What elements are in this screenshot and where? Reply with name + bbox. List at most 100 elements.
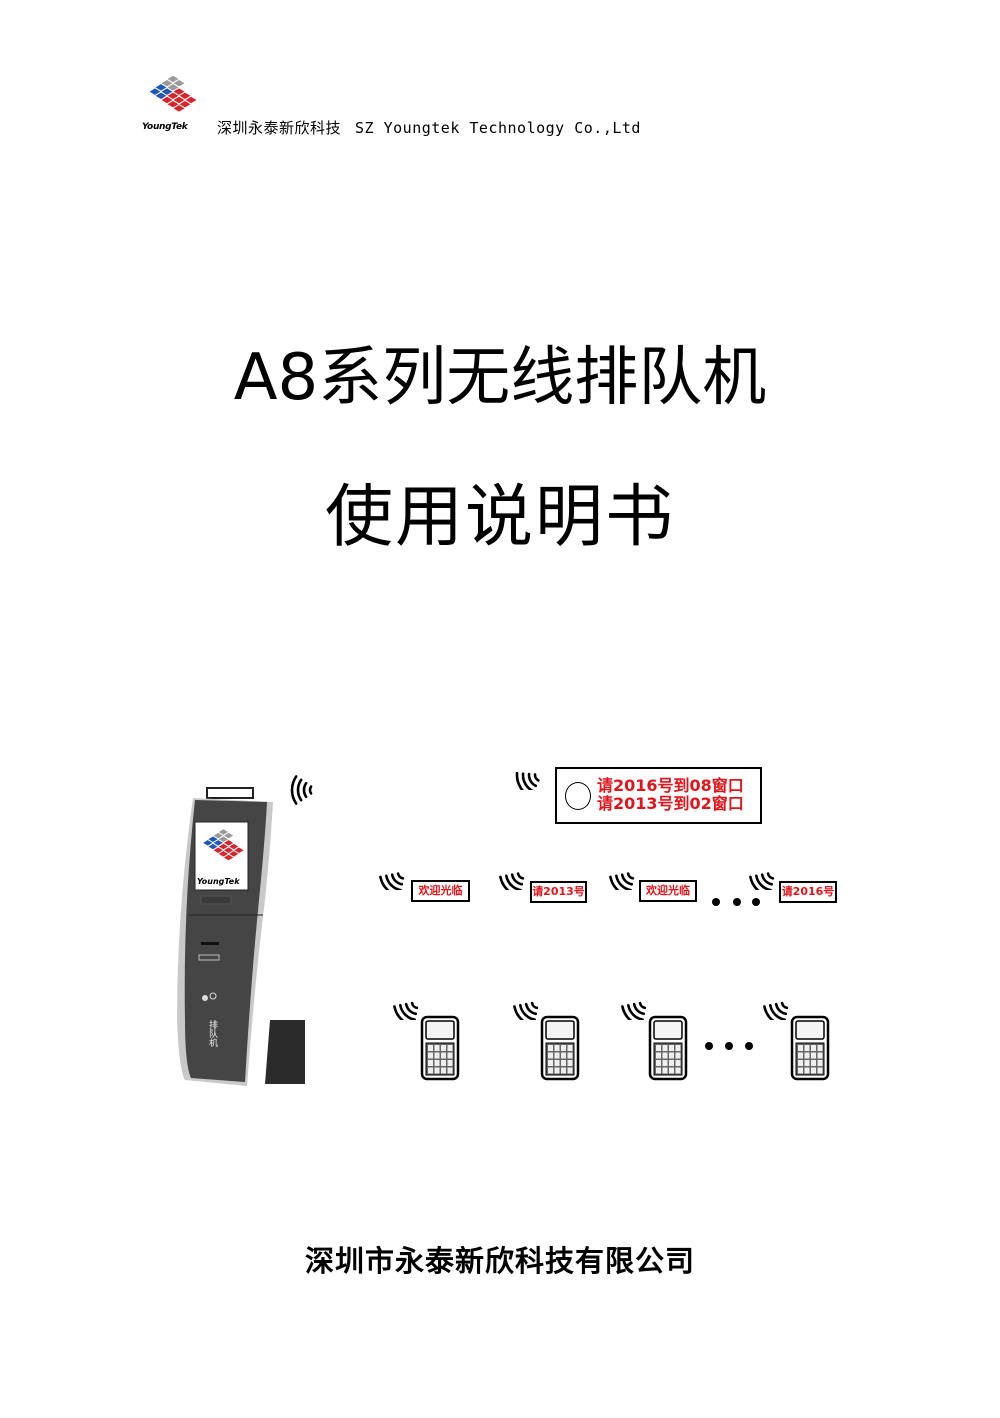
counter-display: 请2016号 xyxy=(779,881,837,903)
pager-device xyxy=(420,1015,460,1081)
main-display-line: 请2013号到02窗口 xyxy=(597,794,744,813)
logo-cube xyxy=(166,91,180,100)
signal-arc xyxy=(521,772,535,790)
signal-arc xyxy=(510,873,524,886)
signal-arc xyxy=(404,1002,418,1016)
signal-arc xyxy=(632,1002,646,1016)
wireless-signal-icon xyxy=(515,771,540,790)
signal-arc xyxy=(530,1001,539,1010)
logo-cube xyxy=(217,850,230,858)
logo-cube xyxy=(166,75,180,83)
logo-cube xyxy=(217,828,230,836)
pager-device xyxy=(540,1015,580,1081)
wireless-signal-icon xyxy=(749,872,775,890)
logo-cube xyxy=(172,79,186,88)
signal-arc xyxy=(527,772,538,788)
logo-cube xyxy=(154,83,168,92)
signal-arc xyxy=(505,874,522,890)
signal-arc xyxy=(515,771,532,790)
signal-arc xyxy=(290,775,298,805)
logo-cube xyxy=(166,83,180,92)
wireless-signal-icon xyxy=(290,775,313,805)
signal-arc xyxy=(774,1002,788,1016)
logo-cube xyxy=(222,846,235,854)
logo-cube xyxy=(212,839,224,847)
signal-arc xyxy=(524,1002,538,1016)
signal-arc xyxy=(393,1005,415,1020)
logo-cube xyxy=(160,87,174,96)
signal-arc xyxy=(627,1004,644,1020)
signal-arc xyxy=(533,773,540,782)
main-display-board: 请2016号到08窗口 请2013号到02窗口 xyxy=(555,767,762,824)
signal-arc xyxy=(780,1001,789,1010)
signal-arc xyxy=(399,1004,416,1020)
logo-cube xyxy=(172,96,186,104)
ellipsis-dot xyxy=(745,1042,753,1050)
wireless-signal-icon xyxy=(393,1001,419,1020)
ellipsis-dot xyxy=(725,1042,733,1050)
signal-arc xyxy=(308,785,313,795)
logo-cube xyxy=(160,96,174,104)
signal-arc xyxy=(620,873,634,886)
ellipsis-dot xyxy=(733,898,741,906)
signal-arc xyxy=(755,874,772,890)
pager-device xyxy=(648,1015,688,1081)
signal-arc xyxy=(609,875,631,890)
logo-cube xyxy=(233,846,245,854)
logo-cube xyxy=(222,854,235,861)
ticket-slot xyxy=(201,942,219,945)
signal-arc xyxy=(749,875,771,890)
wireless-signal-icon xyxy=(609,872,635,890)
logo-cube xyxy=(207,843,219,851)
logo-wordmark: YoungTek xyxy=(142,122,188,132)
logo-cube xyxy=(178,91,192,100)
logo-cube xyxy=(222,832,235,840)
kiosk-panel-text: 排队机 xyxy=(207,1019,218,1048)
signal-arc xyxy=(379,875,401,890)
logo-cube xyxy=(172,87,186,96)
company-name-cn: 深圳永泰新欣科技 xyxy=(217,119,342,137)
signal-arc xyxy=(516,872,525,880)
signal-arc xyxy=(760,873,774,886)
counter-display: 请2013号 xyxy=(530,881,587,903)
footer-company-name: 深圳市永泰新欣科技有限公司 xyxy=(304,1244,695,1278)
queue-kiosk-image: YoungTek 排队机 xyxy=(177,787,305,1086)
company-logo xyxy=(148,75,198,113)
signal-arc xyxy=(513,1005,535,1020)
wireless-signal-icon xyxy=(513,1001,539,1020)
signal-arc xyxy=(766,872,775,880)
logo-cube xyxy=(217,835,230,843)
signal-arc xyxy=(499,875,521,890)
pager-device xyxy=(790,1015,830,1081)
counter-display: 欢迎光临 xyxy=(639,880,697,902)
logo-cube xyxy=(212,832,224,840)
wireless-signal-icon xyxy=(499,872,525,890)
signal-arc xyxy=(296,778,303,802)
kiosk-handle xyxy=(206,787,254,799)
signal-arc xyxy=(621,1005,643,1020)
wireless-signal-icon xyxy=(763,1001,789,1020)
signal-arc xyxy=(763,1005,785,1020)
logo-cube xyxy=(148,87,162,96)
logo-cube xyxy=(212,846,224,854)
logo-cube xyxy=(228,850,240,858)
main-display-line: 请2016号到08窗口 xyxy=(597,776,744,795)
logo-cube xyxy=(207,835,219,843)
logo-cube xyxy=(217,843,230,851)
signal-arc xyxy=(396,872,405,880)
document-subtitle: 使用说明书 xyxy=(324,478,675,557)
kiosk-screen-logo-text: YoungTek xyxy=(197,877,240,886)
wireless-signal-icon xyxy=(379,872,405,890)
signal-arc xyxy=(769,1004,786,1020)
signal-arc xyxy=(638,1001,647,1010)
ellipsis-dot xyxy=(705,1042,713,1050)
logo-cube xyxy=(202,839,214,847)
signal-arc xyxy=(410,1001,419,1010)
signal-arc xyxy=(615,874,632,890)
signal-arc xyxy=(302,781,308,799)
wireless-signal-icon xyxy=(621,1001,647,1020)
ellipsis-dot xyxy=(712,898,720,906)
logo-cube xyxy=(160,79,174,88)
signal-arc xyxy=(385,874,402,890)
